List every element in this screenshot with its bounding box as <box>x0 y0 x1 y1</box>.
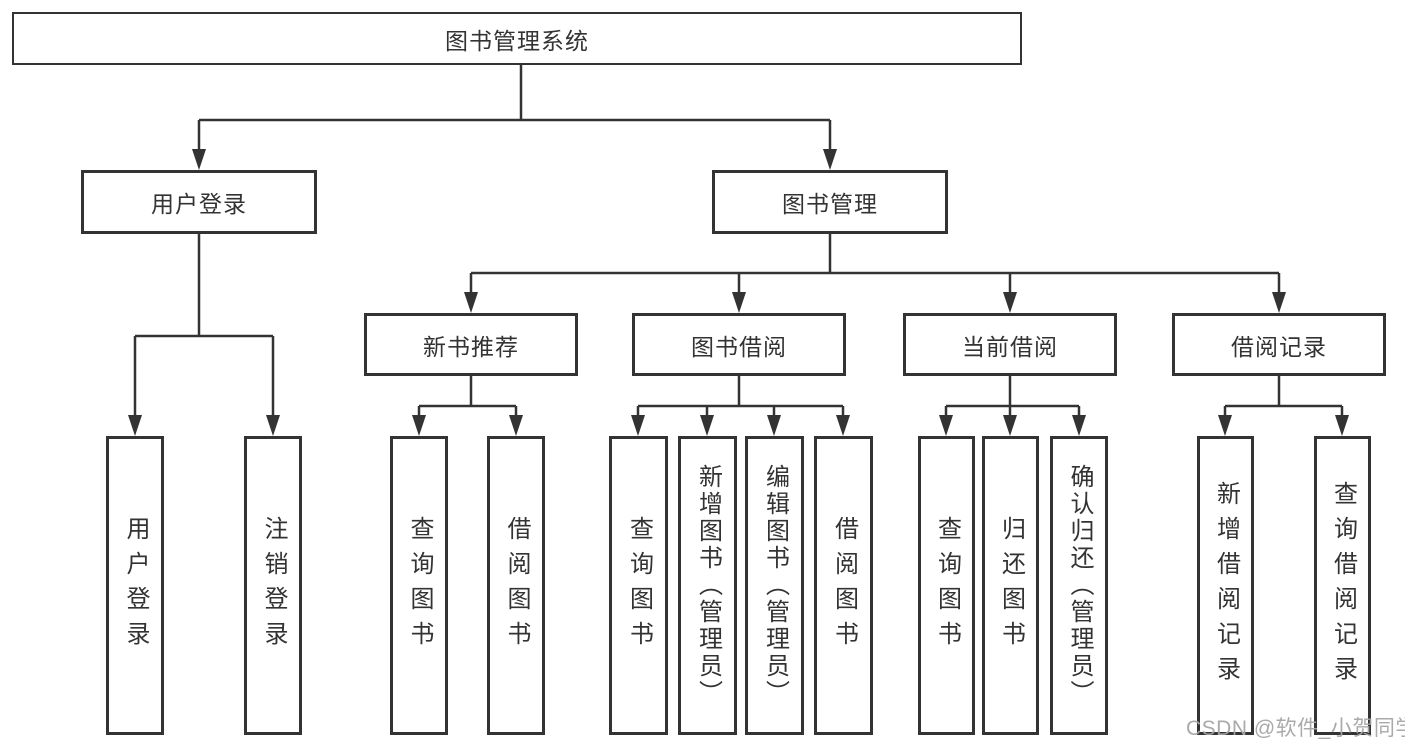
connector-current-borrow-children <box>944 376 1081 419</box>
leaf-current-query-book: 查询图书 <box>918 436 975 735</box>
connector-borrow-records-children <box>1223 376 1344 419</box>
leaf-user-login: 用户登录 <box>106 436 164 735</box>
leaf-borrow-add-book-admin: 新增图书（管理员） <box>678 436 737 735</box>
node-borrow-records: 借阅记录 <box>1172 313 1386 376</box>
leaf-newbook-query-book: 查询图书 <box>390 436 448 735</box>
leaf-current-return-book: 归还图书 <box>982 436 1039 735</box>
connector-root-to-level2 <box>197 65 832 153</box>
leaf-current-confirm-return-admin: 确认归还（管理员） <box>1050 436 1108 735</box>
node-new-book-recommend: 新书推荐 <box>364 313 578 376</box>
node-root: 图书管理系统 <box>12 12 1022 65</box>
leaf-borrow-query-book: 查询图书 <box>609 436 668 735</box>
leaf-records-query-record: 查询借阅记录 <box>1314 436 1371 735</box>
leaf-newbook-borrow-book: 借阅图书 <box>487 436 545 735</box>
watermark-text: CSDN @软件_小贺同学 <box>1186 717 1405 740</box>
leaf-borrow-borrow-book: 借阅图书 <box>814 436 873 735</box>
arrowheads <box>128 149 1349 436</box>
connector-new-book-children <box>417 376 518 419</box>
node-book-management: 图书管理 <box>712 170 948 234</box>
node-book-borrow: 图书借阅 <box>632 313 846 376</box>
node-current-borrow: 当前借阅 <box>903 313 1117 376</box>
connector-book-mgmt-children <box>469 234 1281 296</box>
leaf-logout: 注销登录 <box>244 436 302 735</box>
leaf-records-add-record: 新增借阅记录 <box>1197 436 1254 735</box>
leaf-borrow-edit-book-admin: 编辑图书（管理员） <box>745 436 804 735</box>
connector-user-login-children <box>133 234 275 419</box>
connector-book-borrow-children <box>636 376 845 419</box>
node-user-login: 用户登录 <box>81 170 317 234</box>
